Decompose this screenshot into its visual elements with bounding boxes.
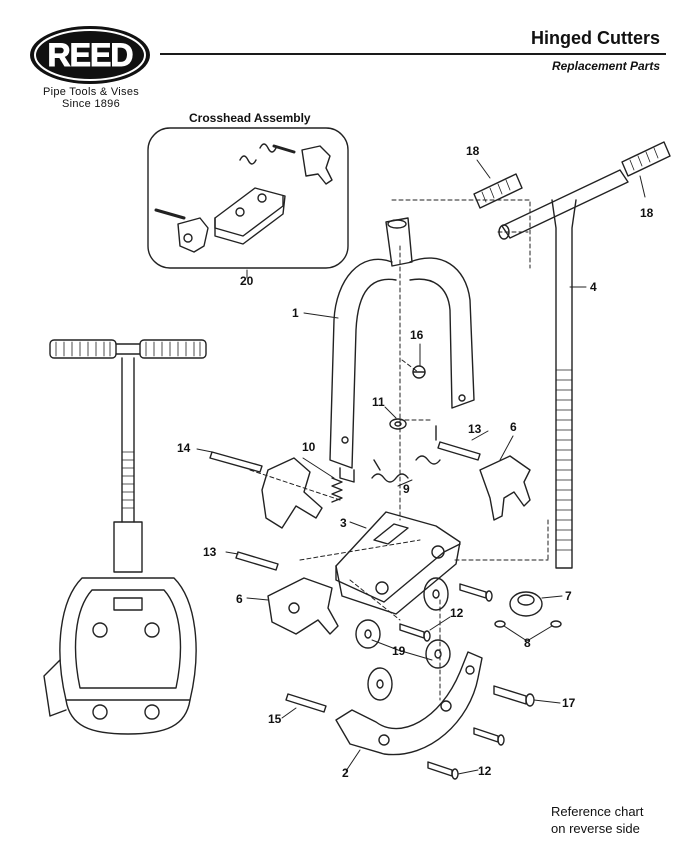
callout-6-left: 6 [236,592,243,606]
callout-16: 16 [410,328,424,342]
reference-cutter-assembly [43,339,207,735]
part-12-screw-lower-b [427,761,459,780]
reference-note: Reference chart on reverse side [551,803,644,837]
callout-1: 1 [292,306,299,320]
tagline: Pipe Tools & Vises Since 1896 [20,86,162,110]
part-17-bolt [493,685,535,707]
part-6-holder-left [261,457,323,529]
part-1-frame [329,217,475,483]
callout-8: 8 [524,636,531,650]
part-6-holder-lower [267,577,339,635]
reed-logo: REED [28,24,152,120]
callout-12-upper: 12 [450,606,464,620]
inset-title: Crosshead Assembly [189,111,311,125]
callout-12-lower: 12 [478,764,492,778]
part-7-knurled-nut [509,591,543,617]
part-19-cutter-wheels [355,577,451,701]
part-4-t-handle-screw [498,169,629,569]
part-3-crosshead [335,511,461,615]
part-16-set-screw [412,365,426,379]
tagline-line2: Since 1896 [61,98,121,110]
callout-19: 19 [392,644,406,658]
page-subtitle: Replacement Parts [551,59,660,73]
callout-20: 20 [240,274,254,288]
part-18-grips [473,141,671,209]
reference-note-line2: on reverse side [551,821,640,836]
callout-3: 3 [340,516,347,530]
reed-logo-graphic: REED [30,26,150,84]
part-15-pin [285,693,327,713]
brand-text: REED [48,37,133,73]
callout-2: 2 [342,766,349,780]
callout-9: 9 [403,482,410,496]
part-8-screws [494,620,562,628]
part-6-holder-right [479,455,531,521]
callout-18-right: 18 [640,206,654,220]
callout-14: 14 [177,441,191,455]
header-rule [160,53,666,55]
callout-17: 17 [562,696,576,710]
callout-4: 4 [590,280,597,294]
part-14-pin [209,451,263,473]
part-13-pin-upper [437,441,481,461]
part-12-screw-mid [399,623,431,642]
crosshead-inset-box [147,127,349,269]
part-12-screw-lower-a [473,727,505,746]
reference-note-line1: Reference chart [551,804,644,819]
callout-6-right: 6 [510,420,517,434]
callout-10: 10 [302,440,316,454]
callout-15: 15 [268,712,282,726]
callout-7: 7 [565,589,572,603]
callout-13-upper: 13 [468,422,482,436]
part-13-pin-lower [235,551,279,571]
part-11-washer [389,418,407,430]
crosshead-assembly-drawing [154,143,333,253]
part-9-springs [371,425,441,483]
part-10-compression-spring [331,477,343,503]
tagline-line1: Pipe Tools & Vises [42,86,140,98]
part-12-screw-upper [459,583,493,602]
callout-13-lower: 13 [203,545,217,559]
callout-18-left: 18 [466,144,480,158]
assembly-guide-lines [249,199,549,701]
callout-11: 11 [372,395,385,409]
part-2-hinged-jaw [335,651,483,756]
page-title: Hinged Cutters [530,28,660,48]
leader-lines [196,159,646,775]
